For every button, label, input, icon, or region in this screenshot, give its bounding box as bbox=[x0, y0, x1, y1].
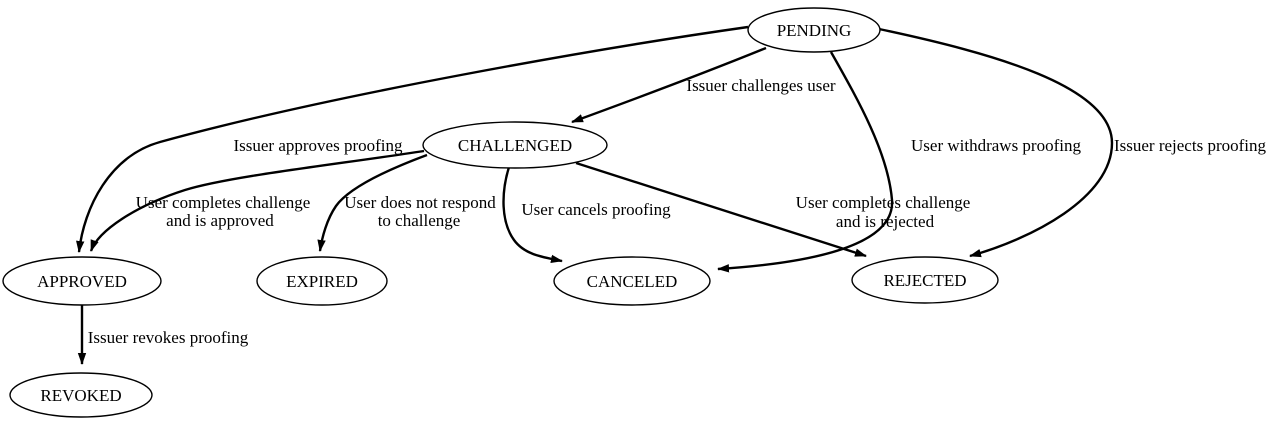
node-ellipse bbox=[9, 372, 153, 418]
node-approved: APPROVED bbox=[2, 256, 162, 306]
node-label: PENDING bbox=[777, 21, 852, 40]
node-rejected: REJECTED bbox=[851, 256, 999, 304]
node-challenged: CHALLENGED bbox=[422, 121, 608, 169]
edge-pending-approved: Issuer approves proofing bbox=[76, 25, 749, 253]
edge-line bbox=[89, 149, 425, 252]
edge-label: User completes challenge bbox=[796, 193, 971, 212]
edge-line bbox=[317, 153, 428, 252]
node-label: REJECTED bbox=[883, 271, 966, 290]
node-label: CHALLENGED bbox=[458, 136, 572, 155]
node-pending: PENDING bbox=[747, 7, 881, 53]
node-ellipse bbox=[553, 256, 711, 306]
edge-label: and is approved bbox=[166, 211, 274, 230]
node-ellipse bbox=[422, 121, 608, 169]
edge-label: Issuer revokes proofing bbox=[88, 328, 249, 347]
edge-line bbox=[76, 25, 749, 253]
node-ellipse bbox=[851, 256, 999, 304]
node-ellipse bbox=[2, 256, 162, 306]
edge-line bbox=[571, 46, 767, 124]
edge-label: Issuer challenges user bbox=[686, 76, 836, 95]
edge-pending-challenged: Issuer challenges user bbox=[571, 46, 836, 124]
edge-pending-rejected: Issuer rejects proofing bbox=[878, 27, 1267, 258]
edge-line bbox=[717, 51, 894, 273]
node-ellipse bbox=[256, 256, 388, 306]
edge-label: User cancels proofing bbox=[521, 200, 671, 219]
edge-challenged-expired: User does not respond to challenge bbox=[317, 153, 496, 252]
edge-label: User withdraws proofing bbox=[911, 136, 1081, 155]
edge-approved-revoked: Issuer revokes proofing bbox=[77, 305, 249, 365]
edge-challenged-canceled: User cancels proofing bbox=[502, 166, 671, 264]
edge-challenged-rejected: User completes challenge and is rejected bbox=[575, 161, 971, 258]
node-revoked: REVOKED bbox=[9, 372, 153, 418]
edge-label: to challenge bbox=[378, 211, 461, 230]
edge-label: User completes challenge bbox=[136, 193, 311, 212]
edge-line bbox=[502, 166, 563, 264]
edge-line bbox=[575, 161, 867, 258]
node-label: REVOKED bbox=[40, 386, 121, 405]
edge-line bbox=[878, 27, 1114, 258]
edge-label: Issuer rejects proofing bbox=[1114, 136, 1267, 155]
node-label: EXPIRED bbox=[286, 272, 358, 291]
node-expired: EXPIRED bbox=[256, 256, 388, 306]
node-label: CANCELED bbox=[587, 272, 678, 291]
node-canceled: CANCELED bbox=[553, 256, 711, 306]
node-label: APPROVED bbox=[37, 272, 127, 291]
edge-label: User does not respond bbox=[344, 193, 496, 212]
edge-label: Issuer approves proofing bbox=[233, 136, 403, 155]
edge-challenged-approved: User completes challenge and is approved bbox=[89, 149, 425, 252]
edge-label: and is rejected bbox=[836, 212, 935, 231]
edge-pending-canceled: User withdraws proofing bbox=[717, 51, 1081, 273]
node-ellipse bbox=[747, 7, 881, 53]
